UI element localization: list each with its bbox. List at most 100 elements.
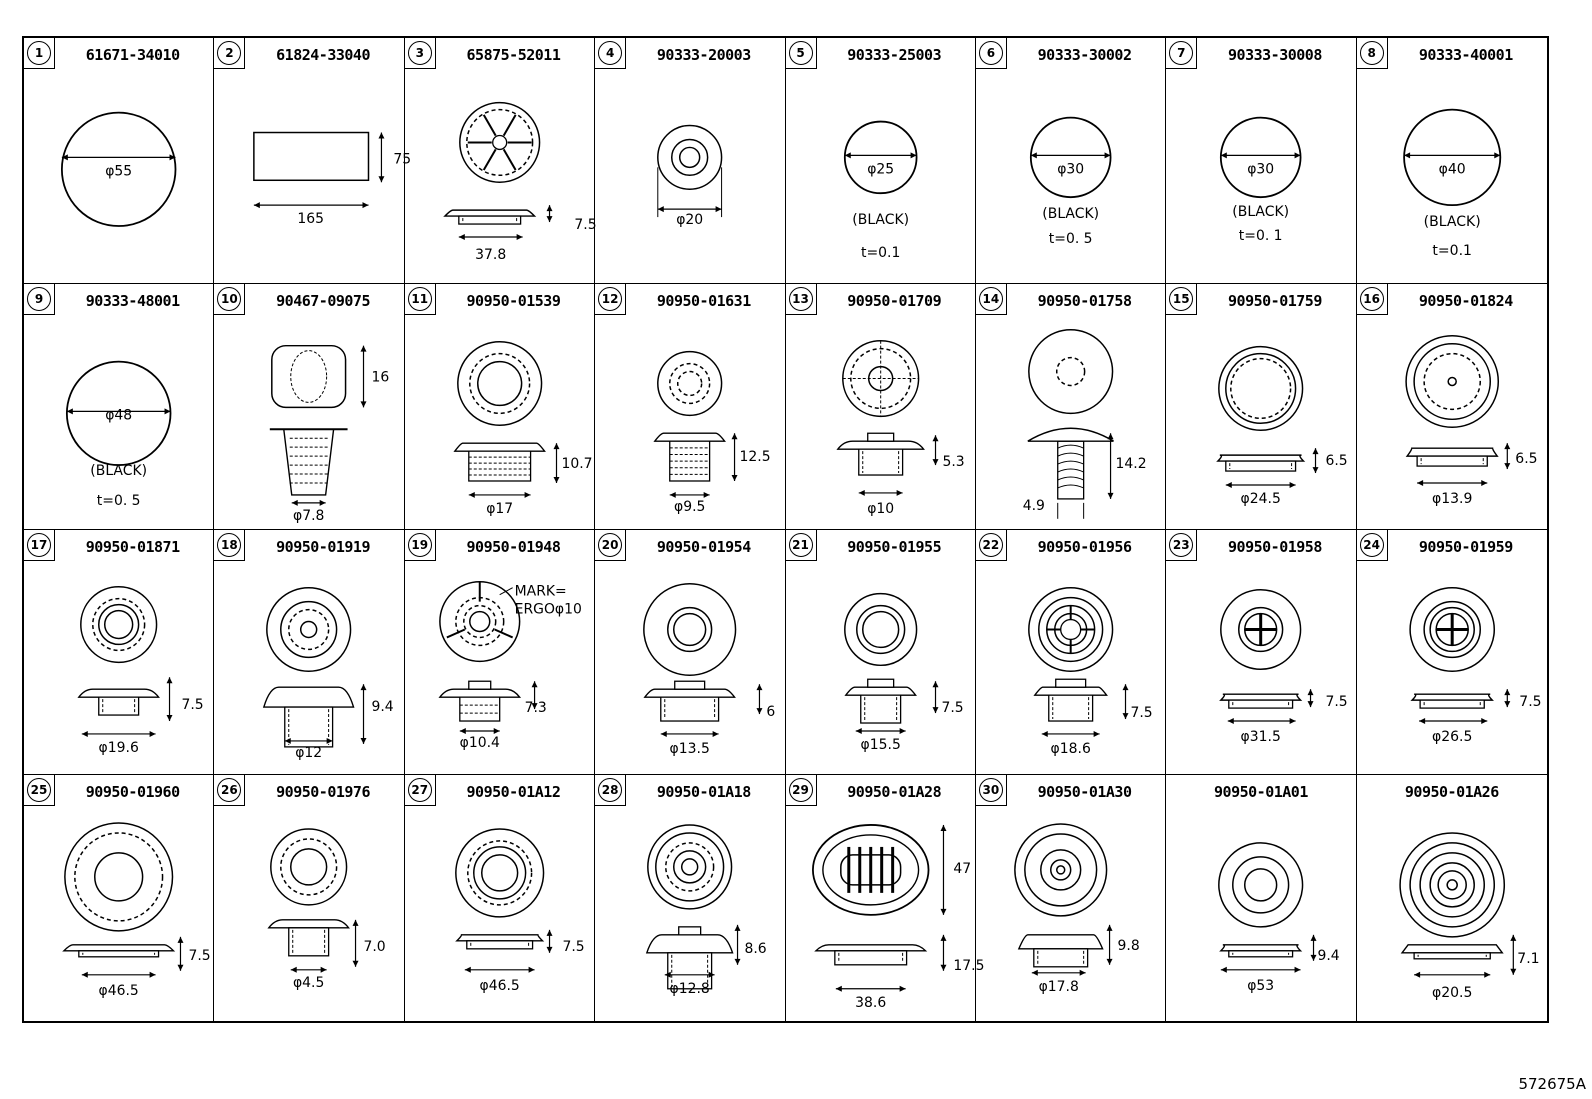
part-number: 90950-01A12	[466, 783, 561, 802]
callout-number: 3	[407, 41, 432, 65]
dimension-label: φ12	[296, 744, 323, 760]
part-drawing: φ20	[657, 124, 723, 228]
callout-number: 12	[598, 286, 623, 311]
dimension-label: φ55	[105, 163, 132, 179]
dimension-label: 9.8	[1117, 938, 1139, 954]
figure-code: 572675A	[1518, 1075, 1586, 1093]
dimension-label: 6	[767, 704, 776, 720]
part-number: 90950-01958	[1228, 537, 1322, 556]
part-drawing: φ40(BLACK)t=0.1	[1402, 108, 1501, 259]
callout-box: 22	[975, 529, 1007, 561]
dimension-label: φ4.5	[293, 975, 324, 991]
callout-number: 20	[598, 532, 623, 557]
dimension-label: 7.3	[524, 700, 546, 716]
dimension-label: 14.2	[1115, 456, 1146, 472]
part-number: 90467-09075	[276, 291, 370, 310]
part-number: 90950-01959	[1418, 537, 1513, 556]
part-number: 90950-01956	[1037, 537, 1132, 556]
callout-box: 9	[24, 283, 55, 315]
part-number: 90950-01948	[466, 537, 561, 556]
callout-box: 10	[214, 283, 246, 315]
part-drawing: 7.537.8	[442, 101, 596, 263]
part-shape: φ30(BLACK)t=0. 5	[1029, 116, 1112, 247]
callout-number: 18	[217, 532, 242, 557]
dimension-label: φ13.9	[1432, 491, 1472, 507]
callout-number: 6	[978, 41, 1003, 65]
callout-box: 5	[785, 38, 817, 69]
dimension-label: 165	[298, 211, 325, 227]
callout-box: 2	[214, 38, 246, 69]
dimension-label: φ17	[486, 501, 513, 517]
callout-number: 9	[27, 286, 51, 311]
dimension-label: φ12.8	[670, 981, 710, 997]
dimension-label: 7.5	[941, 700, 963, 716]
callout-number: 7	[1169, 41, 1194, 65]
note-label: t=0. 5	[97, 493, 141, 509]
note-label: ERGOφ10	[514, 601, 581, 617]
dimension-label: φ20	[676, 212, 703, 228]
part-drawing: φ25(BLACK)t=0.1	[843, 120, 917, 261]
note-label: MARK=	[514, 583, 566, 599]
part-drawing: φ30(BLACK)t=0. 1	[1220, 116, 1302, 244]
callout-number: 4	[598, 41, 623, 65]
part-drawing: 12.5φ9.5	[653, 350, 771, 515]
dimension-label: 7.0	[364, 939, 386, 955]
dimension-label: φ25	[867, 161, 894, 177]
callout-box: 13	[785, 283, 817, 315]
part-drawing: 14.2 4.9	[1023, 328, 1146, 519]
dimension-label: 4.9	[1023, 498, 1045, 514]
dimension-label: 12.5	[740, 449, 771, 465]
part-shape: φ20	[657, 124, 723, 228]
dimension-label: φ31.5	[1241, 728, 1281, 744]
part-number: 90333-30008	[1228, 46, 1322, 64]
note-label: (BLACK)	[90, 463, 147, 479]
part-number: 90950-01824	[1418, 291, 1513, 310]
callout-box: 17	[24, 529, 55, 561]
callout-number: 21	[788, 532, 813, 557]
part-cell: 7 90333-30008 φ30(BLACK)t=0. 1	[1166, 38, 1357, 284]
callout-number: 29	[788, 778, 813, 803]
note-label: (BLACK)	[1423, 214, 1480, 230]
callout-number: 30	[978, 778, 1003, 803]
dimension-label: 17.5	[953, 958, 984, 974]
callout-number: 26	[217, 778, 242, 803]
callout-number: 10	[217, 286, 242, 311]
callout-box: 12	[595, 283, 627, 315]
note-label: t=0. 1	[1239, 228, 1283, 244]
part-number: 65875-52011	[466, 46, 561, 64]
callout-box: 18	[214, 529, 246, 561]
dimension-label: 9.4	[372, 699, 394, 715]
dimension-label: 37.8	[475, 247, 506, 263]
callout-box: 23	[1166, 529, 1198, 561]
dimension-label: φ46.5	[99, 983, 139, 999]
dimension-label: φ46.5	[479, 978, 519, 994]
callout-number: 27	[407, 778, 432, 803]
callout-box: 19	[404, 529, 436, 561]
